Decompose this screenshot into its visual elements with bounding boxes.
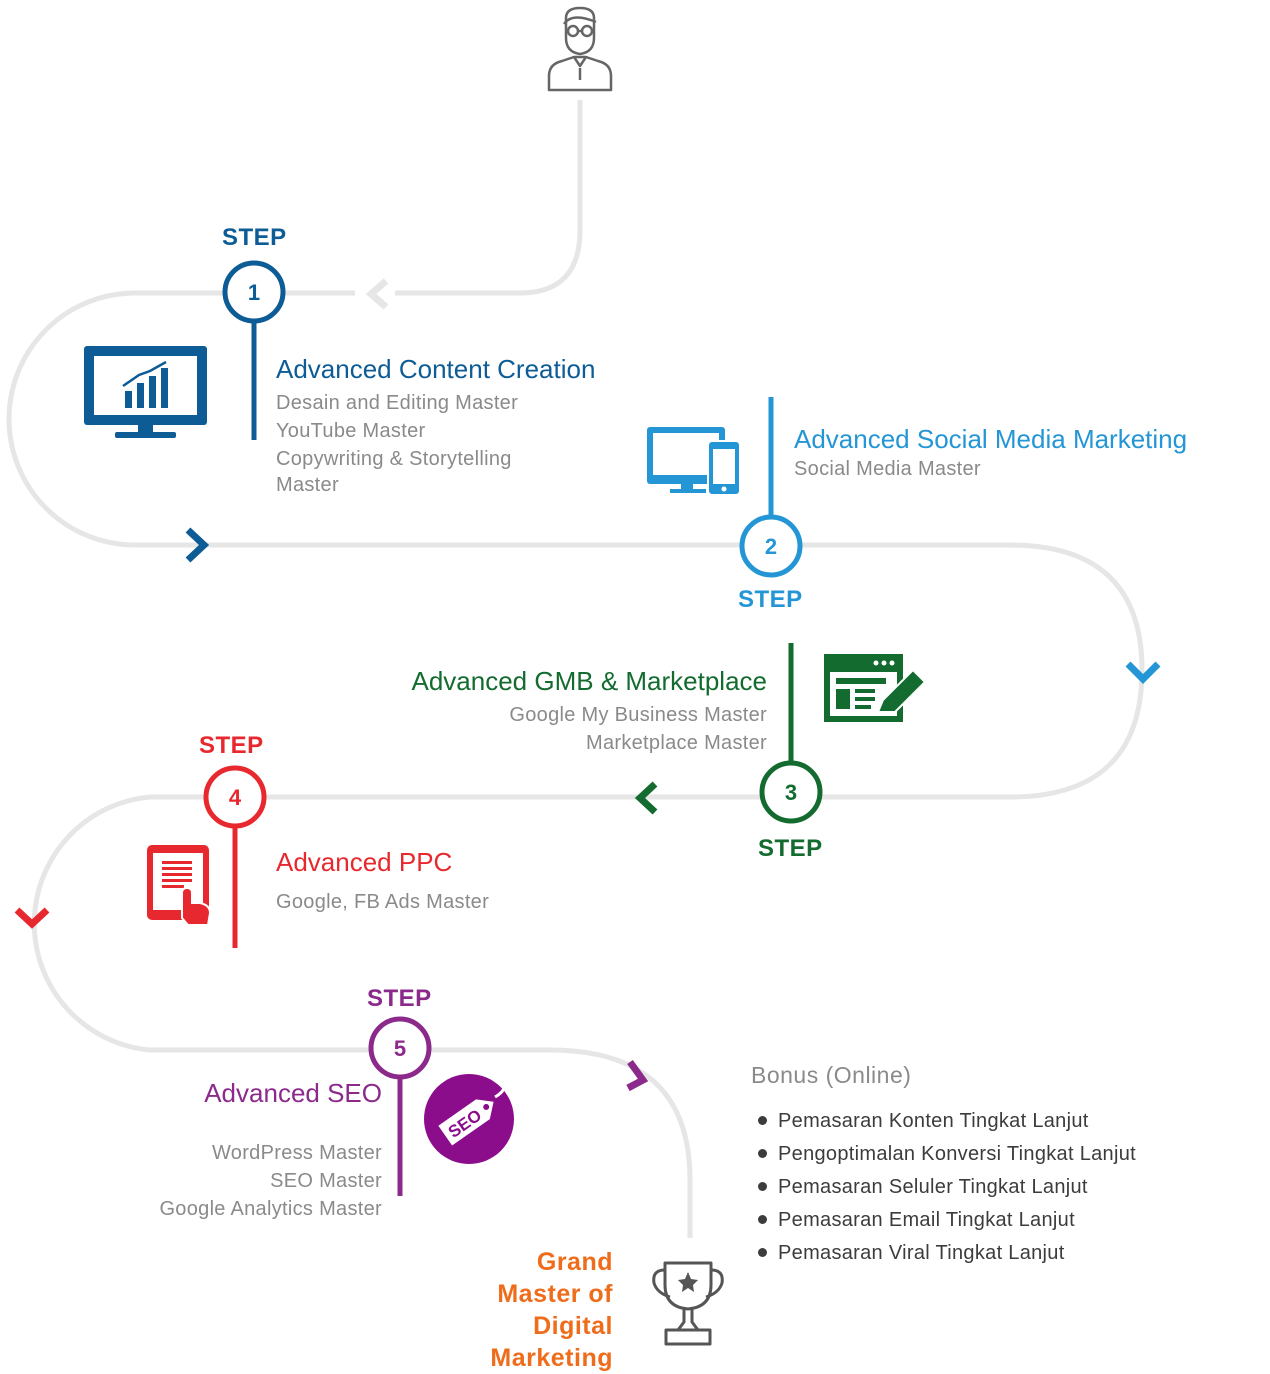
bullet-icon (758, 1215, 767, 1224)
step-1-item: Master (276, 474, 339, 496)
svg-text:2: 2 (765, 534, 777, 559)
svg-text:5: 5 (394, 1036, 406, 1061)
step-4-title: Advanced PPC (276, 847, 453, 877)
step-1-item: Desain and Editing Master (276, 392, 519, 414)
browser-edit-icon (824, 654, 927, 722)
step-2-title: Advanced Social Media Marketing (794, 424, 1188, 454)
step-1-item: Copywriting & Storytelling (276, 448, 512, 470)
step-1-title: Advanced Content Creation (276, 354, 596, 384)
desktop-phone-icon (647, 427, 741, 496)
svg-text:1: 1 (248, 280, 260, 305)
goal-text: Grand Master of Digital Marketing (440, 1246, 613, 1374)
bonus-section: Bonus (Online) Pemasaran Konten Tingkat … (751, 1062, 1136, 1270)
bonus-list-item: Pemasaran Seluler Tingkat Lanjut (756, 1171, 1136, 1204)
step-2-label: STEP (738, 586, 803, 613)
step-5-marker: 5 (368, 1016, 432, 1080)
step-3-title: Advanced GMB & Marketplace (411, 666, 768, 696)
step-1-label: STEP (222, 224, 287, 251)
bonus-list-item: Pemasaran Konten Tingkat Lanjut (756, 1105, 1136, 1138)
step-1-content: Advanced Content Creation Desain and Edi… (276, 354, 595, 497)
bonus-item-label: Pemasaran Viral Tingkat Lanjut (778, 1242, 1065, 1264)
bullet-icon (758, 1182, 767, 1191)
bonus-title: Bonus (Online) (751, 1062, 912, 1088)
bullet-icon (758, 1116, 767, 1125)
arrow-down-icon (1125, 661, 1161, 684)
svg-text:4: 4 (229, 785, 242, 810)
bonus-item-label: Pengoptimalan Konversi Tingkat Lanjut (778, 1143, 1136, 1165)
bonus-item-label: Pemasaran Email Tingkat Lanjut (778, 1209, 1075, 1231)
bonus-list-item: Pemasaran Email Tingkat Lanjut (756, 1204, 1136, 1237)
bonus-item-label: Pemasaran Konten Tingkat Lanjut (778, 1110, 1089, 1132)
goal-line: Digital (533, 1312, 613, 1340)
step-3-item: Marketplace Master (585, 732, 767, 754)
step-5-item: SEO Master (270, 1170, 382, 1192)
goal-line: Grand (536, 1248, 613, 1276)
monitor-chart-icon (84, 346, 207, 438)
step-3-label: STEP (758, 835, 823, 862)
arrow-right-icon (185, 527, 210, 563)
bonus-item-label: Pemasaran Seluler Tingkat Lanjut (778, 1176, 1088, 1198)
step-3-content: Advanced GMB & Marketplace Google My Bus… (330, 666, 768, 757)
step-4-content: Advanced PPC Google, FB Ads Master (276, 847, 489, 916)
step-3-item: Google My Business Master (509, 704, 767, 726)
trophy-icon (652, 1261, 724, 1346)
step-5-content: Advanced SEO WordPress Master SEO Master… (100, 1078, 382, 1223)
bonus-list: Pemasaran Konten Tingkat Lanjut Pengopti… (756, 1105, 1136, 1270)
step-4-item: Google, FB Ads Master (276, 891, 490, 913)
step-2-marker: 2 (739, 514, 803, 578)
goal-line: Master of (497, 1280, 613, 1308)
step-4-label: STEP (199, 732, 264, 759)
person-avatar-icon (547, 6, 613, 92)
step-5-label: STEP (367, 985, 432, 1012)
seo-tag-icon: SEO (424, 1074, 514, 1164)
arrow-left-icon (634, 781, 658, 815)
step-5-item: WordPress Master (211, 1142, 382, 1164)
step-2-item: Social Media Master (794, 458, 981, 480)
bonus-list-item: Pengoptimalan Konversi Tingkat Lanjut (756, 1138, 1136, 1171)
bonus-list-item: Pemasaran Viral Tingkat Lanjut (756, 1237, 1136, 1270)
step-2-content: Advanced Social Media Marketing Social M… (794, 424, 1187, 483)
arrow-down-right-icon (626, 1059, 649, 1092)
arrow-down-icon (14, 907, 50, 929)
tablet-touch-icon (147, 845, 212, 926)
step-4-marker: 4 (203, 765, 267, 829)
arrow-left-icon (365, 278, 389, 310)
bullet-icon (758, 1248, 767, 1257)
step-1-marker: 1 (222, 260, 286, 324)
svg-text:3: 3 (785, 780, 797, 805)
bullet-icon (758, 1149, 767, 1158)
step-3-marker: 3 (759, 760, 823, 824)
goal-line: Marketing (490, 1344, 613, 1372)
step-5-item: Google Analytics Master (159, 1198, 382, 1220)
step-5-title: Advanced SEO (204, 1078, 382, 1108)
step-1-item: YouTube Master (276, 420, 426, 442)
